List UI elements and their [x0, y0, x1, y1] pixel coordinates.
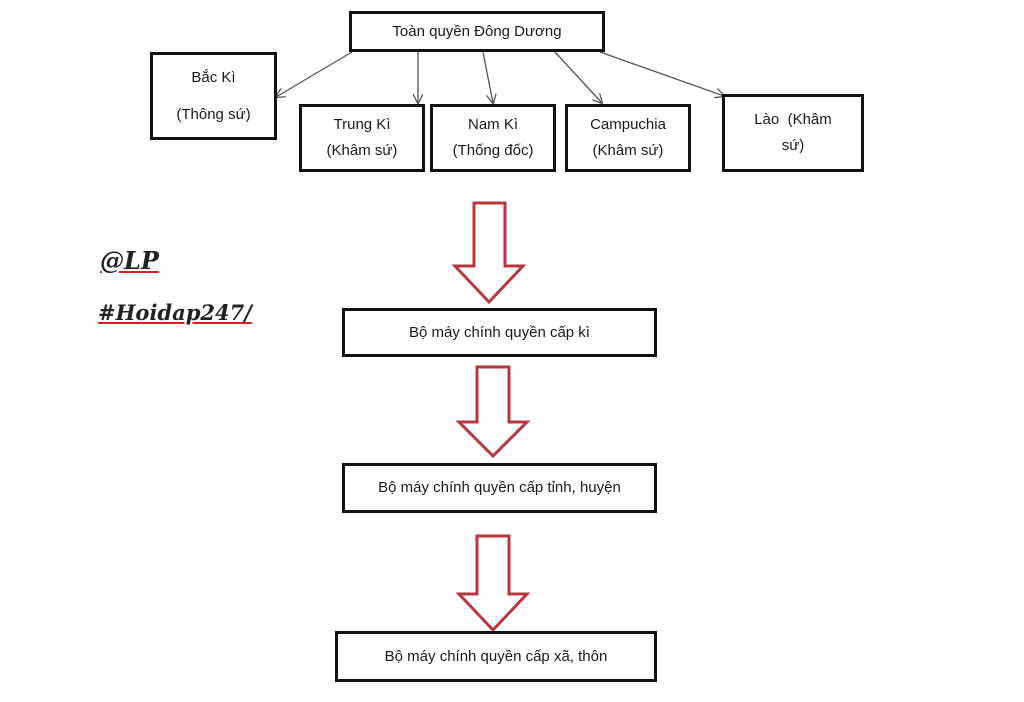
node-lao-line1: Lào (Khâm [754, 111, 832, 128]
node-campuchia: Campuchia (Khâm sứ) [565, 104, 691, 172]
node-nam-ki-title: (Thống đốc) [452, 142, 534, 159]
node-bac-ki-title: (Thông sứ) [176, 105, 251, 123]
node-level-ki-label: Bộ máy chính quyền cấp kì [409, 323, 590, 341]
flow-arrow-level1-to-level2 [455, 365, 531, 459]
connector-root-lao [599, 51, 724, 96]
connector-root-backi [276, 51, 353, 97]
watermark-handle: @LP [100, 246, 159, 275]
node-trung-ki-name: Trung Kì [333, 116, 391, 133]
node-bac-ki: Bắc Kì (Thông sứ) [150, 52, 277, 140]
node-level-commune-label: Bộ máy chính quyền cấp xã, thôn [384, 647, 608, 665]
node-level-ki: Bộ máy chính quyền cấp kì [342, 308, 657, 357]
node-nam-ki-name: Nam Kì [467, 116, 518, 133]
node-governor-general-label: Toàn quyền Đông Dương [392, 22, 562, 40]
node-level-province-label: Bộ máy chính quyền cấp tỉnh, huyện [378, 479, 621, 496]
flow-arrow-level2-to-level3 [455, 534, 531, 633]
node-bac-ki-name: Bắc Kì [191, 68, 236, 86]
connector-root-namki [482, 51, 493, 103]
connector-root-campuchia [554, 51, 602, 103]
node-governor-general: Toàn quyền Đông Dương [349, 11, 605, 52]
node-nam-ki: Nam Kì (Thống đốc) [430, 104, 556, 172]
node-campuchia-name: Campuchia [590, 116, 666, 133]
node-lao: Lào (Khâm sứ) [722, 94, 864, 172]
flow-arrow-root-to-level1 [451, 201, 527, 305]
node-trung-ki-title: (Khâm sứ) [326, 142, 398, 159]
node-level-province: Bộ máy chính quyền cấp tỉnh, huyện [342, 463, 657, 513]
node-trung-ki: Trung Kì (Khâm sứ) [299, 104, 425, 172]
node-level-commune: Bộ máy chính quyền cấp xã, thôn [335, 631, 657, 682]
node-lao-line2: sứ) [781, 137, 805, 154]
watermark-tag: #Hoidap247/ [98, 300, 252, 325]
node-campuchia-title: (Khâm sứ) [592, 142, 664, 159]
